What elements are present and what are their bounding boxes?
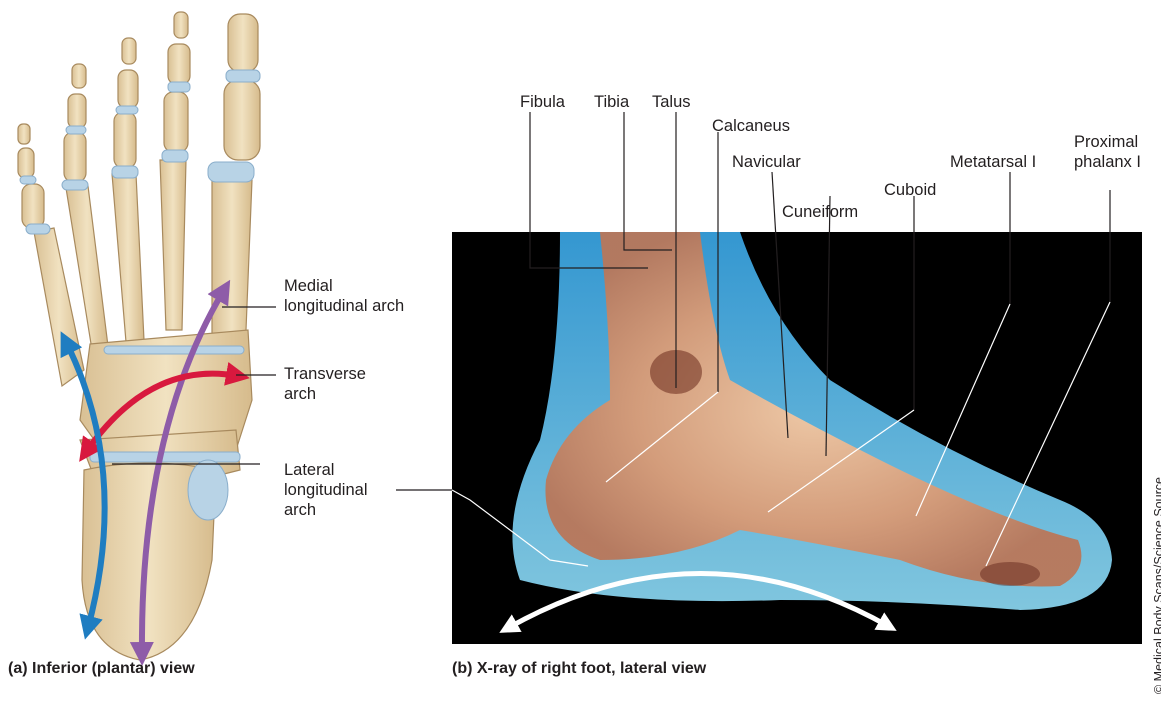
medial-arch-label: Medial longitudinal arch (284, 276, 404, 316)
cuboid-label: Cuboid (884, 180, 936, 200)
lateral-arch-label: Lateral longitudinal arch (284, 460, 367, 520)
navicular-label: Navicular (732, 152, 801, 172)
metatarsal-label: Metatarsal I (950, 152, 1036, 172)
caption-panel-a: (a) Inferior (plantar) view (8, 660, 195, 678)
talus-label: Talus (652, 92, 691, 112)
foot-bones-plantar (18, 12, 260, 660)
cuneiform-label: Cuneiform (782, 202, 858, 222)
caption-panel-b: (b) X-ray of right foot, lateral view (452, 660, 706, 678)
calcaneus-label: Calcaneus (712, 116, 790, 136)
transverse-arch-label: Transverse arch (284, 364, 366, 404)
tibia-label: Tibia (594, 92, 629, 112)
fibula-label: Fibula (520, 92, 565, 112)
xray-image (452, 232, 1142, 644)
proximal-phalanx-label: Proximal phalanx I (1074, 132, 1141, 172)
image-credit: © Medical Body Scans/Science Source (1152, 477, 1161, 694)
